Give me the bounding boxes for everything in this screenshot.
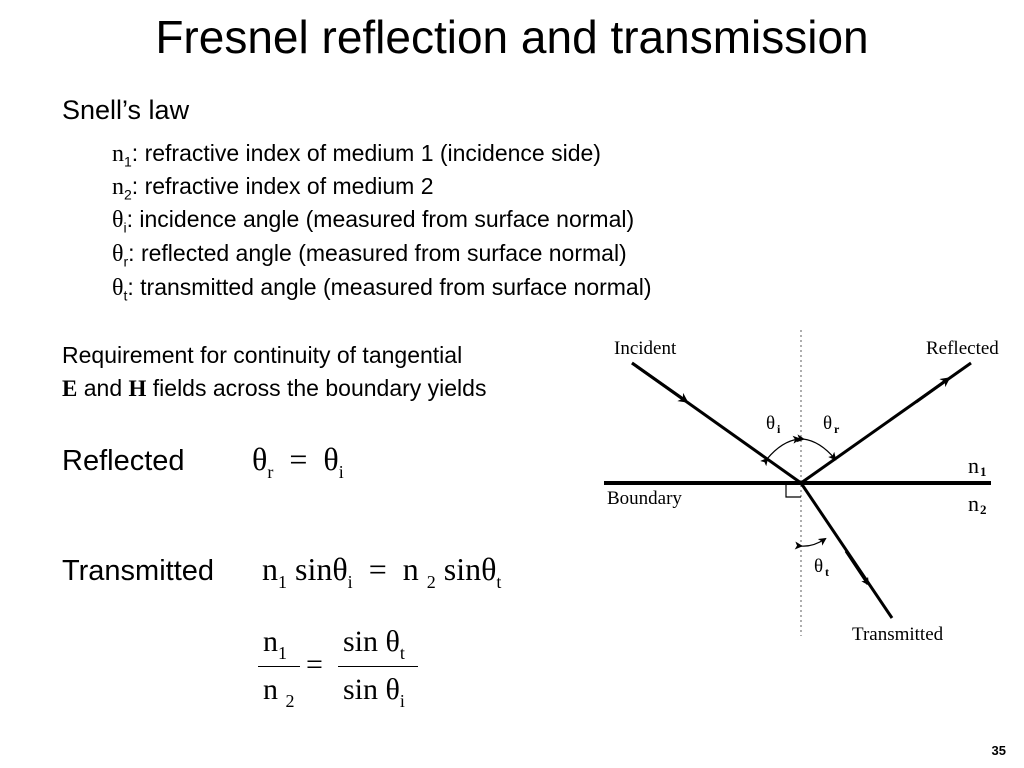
def-symbol: n: [112, 141, 124, 167]
def-subscript: i: [123, 219, 127, 236]
def-subscript: 1: [124, 153, 132, 170]
theta-1: θ: [332, 551, 348, 587]
def-text: : refractive index of medium 1 (incidenc…: [131, 140, 601, 166]
requirement-line-1: Requirement for continuity of tangential: [62, 342, 463, 368]
reflected-label: Reflected: [62, 445, 185, 477]
n2-symbol: n: [263, 673, 278, 706]
ratio-den-right: sin θi: [343, 673, 405, 711]
requirement-rest: fields across the boundary yields: [146, 375, 487, 401]
h-field-symbol: H: [128, 376, 147, 401]
reflected-diagram-label: Reflected: [926, 338, 999, 359]
definition-n2: n2: refractive index of medium 2: [112, 173, 433, 203]
theta-r-sub: r: [267, 462, 274, 482]
theta-r-diagram-symbol: θ: [823, 413, 832, 434]
fraction-bar-right: [338, 666, 418, 667]
sin-theta-i: sin θ: [343, 673, 400, 706]
def-subscript: r: [123, 253, 129, 270]
equals-sign: =: [289, 441, 308, 477]
def-text: : reflected angle (measured from surface…: [128, 240, 627, 266]
page-number: 35: [991, 743, 1006, 758]
fraction-bar-left: [258, 666, 300, 667]
incident-arrow: [631, 361, 689, 403]
theta-i-diagram-sub: i: [777, 422, 781, 436]
n2-diagram-symbol: n: [968, 491, 979, 516]
theta-t-diagram-sub: t: [825, 565, 829, 579]
sin-2: sin: [443, 551, 482, 587]
n1-diagram-symbol: n: [968, 453, 979, 478]
n2-diagram-sub: 2: [980, 502, 987, 517]
snell-equation: n1 sinθi = n 2 sinθt: [262, 551, 501, 592]
ratio-num-left: n1: [263, 625, 287, 663]
and-text: and: [77, 375, 129, 401]
reflected-arrow: [915, 377, 951, 404]
transmitted-ray: [799, 482, 894, 619]
definition-n1: n1: refractive index of medium 1 (incide…: [112, 140, 601, 170]
theta-1-sub: i: [347, 572, 353, 592]
theta-t-arc: [794, 537, 827, 550]
def-text: : refractive index of medium 2: [131, 173, 434, 199]
n2-symbol: n: [402, 551, 419, 587]
fresnel-diagram: Incident Reflected Transmitted Boundary …: [604, 330, 999, 644]
n1-diagram-sub: 1: [980, 464, 987, 479]
theta-2-sub: t: [496, 572, 502, 592]
theta-i-diagram-symbol: θ: [766, 413, 775, 434]
def-symbol: θ: [112, 207, 124, 233]
n1-symbol: n: [263, 625, 278, 658]
definition-theta-t: θt: transmitted angle (measured from sur…: [112, 274, 651, 304]
def-subscript: 2: [124, 186, 132, 203]
theta-t-diagram-symbol: θ: [814, 556, 823, 577]
snells-law-heading: Snell’s law: [62, 95, 190, 125]
def-symbol: θ: [112, 275, 124, 301]
ratio-num-right: sin θt: [343, 625, 405, 663]
ratio-den-left: n 2: [263, 673, 295, 711]
e-field-symbol: E: [62, 376, 78, 401]
sin-theta-t: sin θ: [343, 625, 400, 658]
definition-theta-i: θi: incidence angle (measured from surfa…: [112, 206, 634, 236]
def-symbol: n: [112, 174, 124, 200]
transmitted-diagram-label: Transmitted: [852, 624, 944, 644]
theta-i-sub: i: [399, 691, 405, 711]
incident-label: Incident: [614, 338, 677, 359]
theta-2: θ: [481, 551, 497, 587]
right-angle-mark: [785, 483, 801, 498]
theta-r-arc: [796, 434, 837, 461]
equals-sign: =: [368, 551, 387, 587]
def-subscript: t: [123, 287, 128, 304]
n2-sub: 2: [426, 572, 436, 592]
ratio-equals: =: [306, 648, 323, 681]
sin-1: sin: [295, 551, 333, 587]
theta-i-sub: i: [338, 462, 344, 482]
def-text: : incidence angle (measured from surface…: [126, 206, 635, 232]
reflected-equation: θr = θi: [252, 441, 344, 482]
theta-i-symbol: θ: [323, 441, 339, 477]
n1-sub: 1: [278, 572, 287, 592]
theta-r-symbol: θ: [252, 441, 268, 477]
def-symbol: θ: [112, 241, 124, 267]
boundary-label: Boundary: [607, 488, 682, 509]
theta-r-diagram-sub: r: [834, 422, 840, 436]
n1-sub: 1: [278, 643, 287, 663]
definition-theta-r: θr: reflected angle (measured from surfa…: [112, 240, 627, 270]
theta-t-sub: t: [399, 643, 405, 663]
transmitted-arrow: [844, 550, 870, 586]
slide-title: Fresnel reflection and transmission: [155, 11, 869, 63]
def-text: : transmitted angle (measured from surfa…: [127, 274, 652, 300]
requirement-line-2: E and H fields across the boundary yield…: [62, 375, 486, 402]
theta-i-arc: [760, 435, 801, 467]
transmitted-label: Transmitted: [62, 555, 215, 587]
n2-sub: 2: [285, 691, 295, 711]
n1-symbol: n: [262, 551, 278, 587]
